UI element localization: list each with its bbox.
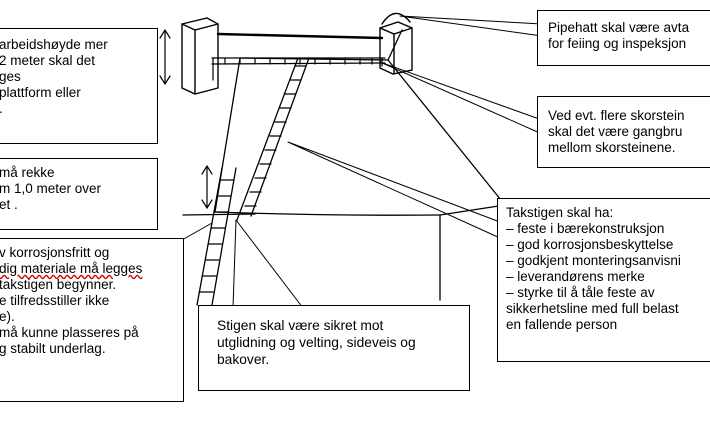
- callout-line: – godkjent monteringsanvisni: [506, 253, 681, 268]
- callout-line: – feste i bærekonstruksjon: [506, 221, 665, 236]
- callout-line: plattform eller: [0, 85, 81, 100]
- callout-line: mellom skorsteinene.: [548, 140, 676, 155]
- callout-line: .: [0, 101, 157, 117]
- house-outline: [182, 29, 506, 301]
- callout-line: bakover.: [217, 352, 270, 367]
- callout-line: 2 meter skal det: [0, 53, 96, 68]
- callout-line: ges: [0, 69, 21, 84]
- callout-roof-ladder: Takstigen skal ha: – feste i bærekonstru…: [497, 198, 710, 362]
- callout-working-height: arbeidshøyde mer 2 meter skal det ges pl…: [0, 28, 158, 144]
- callout-line: arbeidshøyde mer: [0, 37, 108, 52]
- callout-line: må kunne plasseres på: [0, 325, 139, 340]
- callout-line: utglidning og velting, sideveis og: [217, 335, 416, 350]
- callout-line: Pipehatt skal være avta: [548, 20, 690, 35]
- callout-base-material: v korrosjonsfritt og dig materiale må le…: [0, 238, 184, 402]
- access-ladder: [196, 167, 237, 306]
- callout-line: et .: [0, 197, 18, 212]
- callout-line: for feiing og inspeksjon: [548, 36, 687, 51]
- leader-lines: [181, 15, 543, 309]
- left-chimney: [181, 17, 219, 95]
- roof-ladder: [236, 57, 310, 221]
- callout-line: – god korrosjonsbeskyttelse: [506, 237, 674, 252]
- callout-line: Takstigen skal ha:: [506, 205, 614, 220]
- callout-ladder-reach: må rekke m 1,0 meter over et .: [0, 158, 158, 230]
- callout-line: takstigen begynner.: [0, 277, 117, 292]
- callout-line: sikkerhetsline med full belast: [506, 301, 679, 316]
- callout-line: e).: [0, 309, 15, 324]
- callout-line: e tilfredsstiller ikke: [0, 293, 110, 308]
- callout-line: en fallende person: [506, 317, 618, 332]
- callout-secured-ladder: Stigen skal være sikret mot utglidning o…: [198, 305, 470, 391]
- callout-multiple-chimneys: Ved evt. flere skorstein skal det være g…: [537, 96, 710, 168]
- callout-line: Stigen skal være sikret mot: [217, 318, 384, 333]
- callout-line: g stabilt underlag.: [0, 341, 106, 356]
- callout-line: dig materiale må legges: [0, 261, 143, 276]
- callout-line: – leverandørens merke: [506, 269, 645, 284]
- callout-line: – styrke til å tåle feste av: [506, 285, 655, 300]
- callout-line: m 1,0 meter over: [0, 181, 102, 196]
- callout-line: skal det være gangbru: [548, 124, 683, 139]
- callout-line: må rekke: [0, 165, 55, 180]
- height-arrows: [159, 28, 213, 210]
- callout-line: v korrosjonsfritt og: [0, 245, 110, 260]
- callout-line: Ved evt. flere skorstein: [548, 108, 685, 123]
- callout-chimney-cap: Pipehatt skal være avta for feiing og in…: [537, 10, 710, 66]
